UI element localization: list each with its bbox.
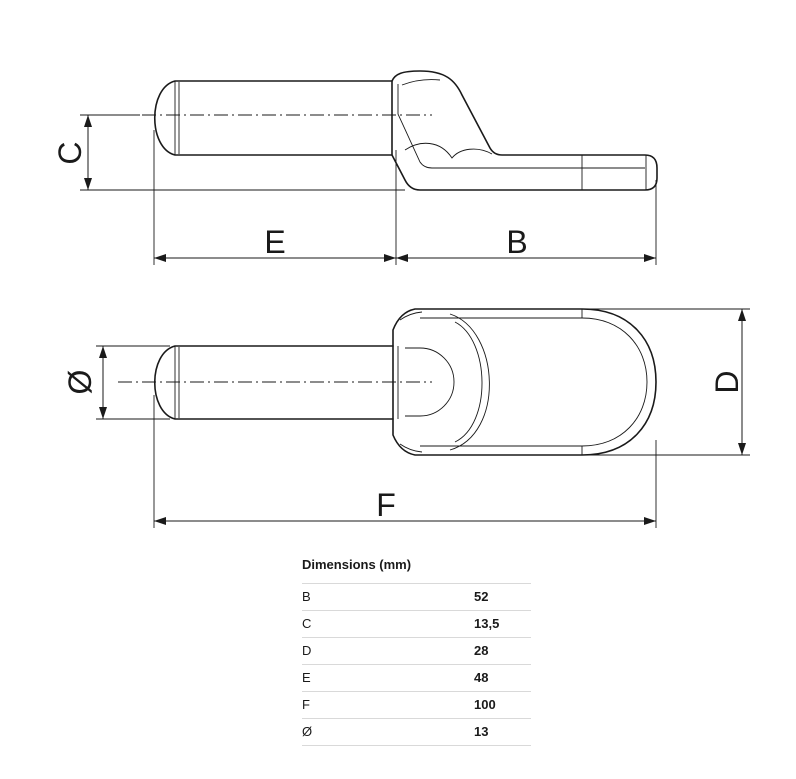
side-pin-outline [154, 80, 393, 156]
dimension-d: D [582, 308, 750, 456]
top-lug-inner-outline [420, 317, 648, 447]
table-row: E 48 [302, 665, 531, 692]
top-pin-outline [154, 345, 394, 420]
table-row: D 28 [302, 638, 531, 665]
table-row-value: 48 [474, 670, 489, 685]
side-lug-face-line [401, 79, 441, 86]
table-row-value: 13 [474, 724, 489, 739]
dia-label: Ø [62, 370, 98, 395]
table-row: F 100 [302, 692, 531, 719]
table-row-value: 28 [474, 643, 489, 658]
side-view [118, 70, 658, 191]
f-label: F [376, 487, 396, 523]
top-view [118, 308, 657, 456]
table-row-value: 13,5 [474, 616, 500, 631]
side-lug-bend-curve [404, 142, 493, 159]
dimension-c: C [52, 114, 405, 191]
top-lug-ring [449, 313, 490, 451]
table-row: Ø 13 [302, 719, 531, 746]
table-row: B 52 [302, 584, 531, 611]
top-lug-ring-inner [454, 321, 483, 443]
top-lug-shoulder [399, 311, 423, 453]
top-lug-outline [392, 308, 657, 456]
b-label: B [506, 224, 527, 260]
e-label: E [264, 224, 285, 260]
dimensions-table-title: Dimensions (mm) [302, 557, 531, 584]
top-lug-eye [405, 347, 455, 417]
table-row-label: D [302, 643, 312, 658]
dimension-diameter: Ø [62, 345, 170, 420]
table-row-label: Ø [302, 724, 313, 739]
table-row-value: 52 [474, 589, 489, 604]
side-lug-outline [391, 70, 658, 191]
table-row-label: F [302, 697, 310, 712]
dimension-e-b: E B [153, 130, 657, 265]
table-row-label: C [302, 616, 312, 631]
table-row-value: 100 [474, 697, 496, 712]
table-row: C 13,5 [302, 611, 531, 638]
dimension-f: F [153, 395, 657, 528]
dimensions-table: Dimensions (mm) B 52 C 13,5 D 28 E 48 F … [302, 557, 531, 746]
d-label: D [709, 370, 745, 393]
side-lug-inner-edge [397, 84, 645, 169]
c-label: C [52, 141, 88, 164]
table-row-label: E [302, 670, 311, 685]
table-row-label: B [302, 589, 311, 604]
